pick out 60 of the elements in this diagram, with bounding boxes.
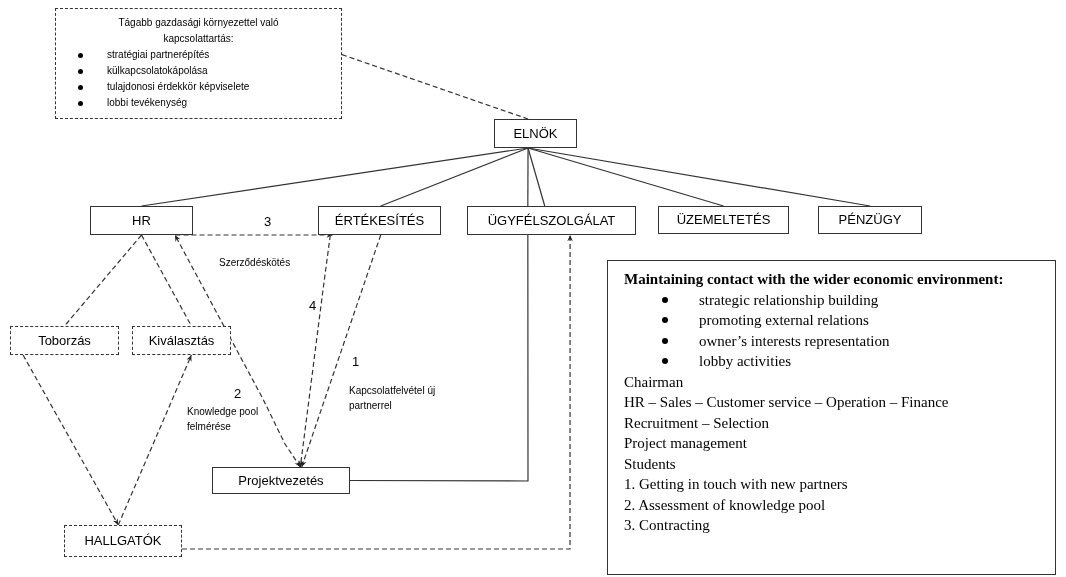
bullet-text: promoting external relations	[699, 311, 869, 330]
connector-line	[349, 234, 529, 482]
note-line: Recruitment – Selection	[624, 413, 770, 433]
note-text: Knowledge pool felmérése	[187, 405, 260, 434]
step-number: 3	[264, 213, 272, 231]
note-line: HR – Sales – Customer service – Operation – Finance	[624, 393, 950, 412]
org-box	[818, 206, 922, 234]
box-label: Kiválasztás	[147, 331, 216, 350]
text-box	[607, 260, 1056, 575]
dashed-connector	[140, 234, 192, 327]
org-box	[90, 206, 193, 235]
box-label: Projektvezetés	[238, 471, 324, 490]
step-number: 1	[352, 353, 360, 371]
note-line: Project management	[624, 434, 748, 453]
dashed-connector	[181, 234, 573, 550]
note-heading: Tágabb gazdasági környezettel való kapcsolattartás:	[117, 16, 280, 46]
bullet-text: tulajdonosi érdekkör képviselete	[107, 80, 250, 94]
dashed-connector	[117, 354, 192, 526]
bullet-text: stratégiai partnerépítés	[107, 48, 210, 62]
bullet-text: külkapcsolatokápolása	[107, 64, 208, 78]
note-line: Chairman	[624, 372, 685, 392]
dashed-box	[64, 525, 182, 557]
dashed-connector	[174, 234, 301, 468]
box-label: ÜZEMELTETÉS	[676, 211, 771, 230]
dashed-connector	[298, 234, 331, 468]
box-label: PÉNZÜGY	[838, 211, 902, 230]
bullet-text: lobby activities	[699, 352, 792, 371]
dashed-connector	[341, 54, 529, 120]
dashed-connector	[63, 234, 143, 327]
step-number: 4	[309, 297, 317, 315]
note-line: 3. Contracting	[624, 516, 711, 535]
org-box	[467, 206, 636, 235]
dashed-connector	[22, 354, 119, 526]
org-box	[212, 467, 350, 494]
note-line: 1. Getting in touch with new partners	[624, 475, 849, 494]
dashed-box	[132, 326, 231, 355]
connector-line	[380, 147, 529, 207]
note-line: Students	[624, 454, 677, 474]
box-label: Toborzás	[37, 331, 92, 350]
step-number: 2	[234, 385, 242, 403]
box-label: HR	[132, 211, 151, 230]
note-text: Kapcsolatfelvétel új partnerrel	[349, 384, 437, 413]
connector-line	[527, 147, 529, 207]
bullet-text: strategic relationship building	[699, 290, 879, 310]
org-box	[658, 206, 789, 234]
note-text: Szerződéskötés	[219, 256, 291, 270]
bullet-text: owner’s interests representation	[699, 331, 890, 351]
org-box	[494, 119, 577, 148]
note-line: 2. Assessment of knowledge pool	[624, 495, 827, 515]
dashed-box	[10, 326, 119, 355]
box-label: ÉRTÉKESÍTÉS	[334, 211, 425, 230]
org-box	[318, 206, 441, 235]
dashed-connector	[301, 234, 382, 468]
box-label: HALLGATÓK	[83, 532, 163, 551]
note-heading: Maintaining contact with the wider economic environment:	[624, 270, 1005, 289]
bullet-text: lobbi tevékenység	[107, 96, 188, 110]
note-box	[55, 8, 342, 119]
connector-line	[527, 147, 546, 207]
box-label: ELNÖK	[513, 124, 558, 143]
box-label: ÜGYFÉLSZOLGÁLAT	[487, 211, 616, 230]
